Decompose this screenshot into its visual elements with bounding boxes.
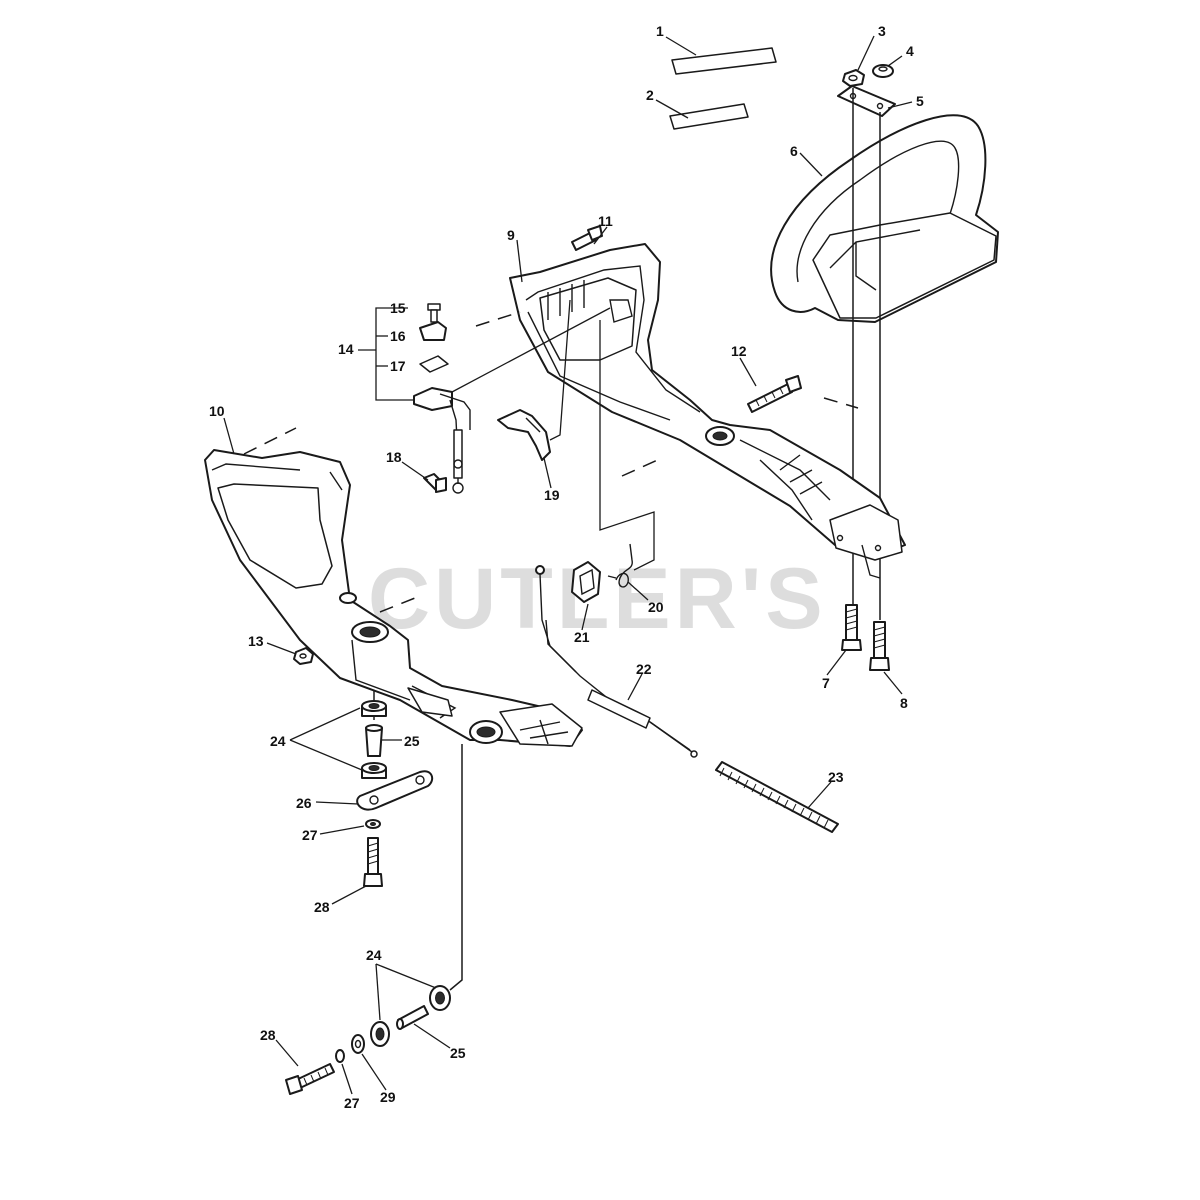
screw-8 xyxy=(869,621,890,671)
callout-27-upper: 27 xyxy=(302,827,318,843)
plate-5 xyxy=(837,85,896,117)
callout-13: 13 xyxy=(248,633,264,649)
throttle-cable-22 xyxy=(535,565,698,758)
handle-housing-10 xyxy=(204,449,583,747)
trigger-19 xyxy=(497,299,571,461)
switch-assembly xyxy=(413,307,611,494)
callout-2: 2 xyxy=(646,87,654,103)
nut-13 xyxy=(293,647,314,665)
callout-16: 16 xyxy=(390,328,406,344)
callout-27-lower: 27 xyxy=(344,1095,360,1111)
callout-1: 1 xyxy=(656,23,664,39)
label-decal-1 xyxy=(671,47,777,75)
spring-20 xyxy=(607,543,633,588)
plate-26 xyxy=(356,770,434,811)
callout-21: 21 xyxy=(574,629,590,645)
sleeve-25-upper xyxy=(365,724,383,757)
callout-8: 8 xyxy=(900,695,908,711)
callout-labels: 1 2 3 4 5 6 7 8 9 10 11 12 13 14 15 16 1… xyxy=(209,23,924,1111)
callout-6: 6 xyxy=(790,143,798,159)
callout-25-lower: 25 xyxy=(450,1045,466,1061)
screw-18 xyxy=(423,473,447,493)
screw-12 xyxy=(747,375,802,413)
callout-10: 10 xyxy=(209,403,225,419)
callout-5: 5 xyxy=(916,93,924,109)
buffer-24-lower xyxy=(361,762,387,779)
front-handle-6 xyxy=(770,114,999,323)
callout-7: 7 xyxy=(822,675,830,691)
spring-23 xyxy=(715,761,839,833)
screw-11 xyxy=(571,225,603,251)
screw-28-lower xyxy=(285,1063,335,1095)
screw-7 xyxy=(841,604,862,651)
callout-15: 15 xyxy=(390,300,406,316)
latch-21 xyxy=(571,561,601,603)
callout-3: 3 xyxy=(878,23,886,39)
callout-11: 11 xyxy=(598,213,613,229)
callout-18: 18 xyxy=(386,449,402,465)
buffer-24-upper xyxy=(361,700,387,717)
callout-19: 19 xyxy=(544,487,560,503)
callout-9: 9 xyxy=(507,227,515,243)
bracket-14 xyxy=(358,307,416,401)
washer-29 xyxy=(351,1034,365,1054)
callout-24-lower: 24 xyxy=(366,947,382,963)
label-decal-2 xyxy=(669,103,749,130)
callout-14: 14 xyxy=(338,341,354,357)
washer-27-upper xyxy=(365,819,381,829)
callout-26: 26 xyxy=(296,795,312,811)
callout-28-upper: 28 xyxy=(314,899,330,915)
callout-23: 23 xyxy=(828,769,844,785)
callout-12: 12 xyxy=(731,343,747,359)
washer-27-lower xyxy=(335,1049,345,1063)
sleeve-25-lower xyxy=(396,1005,429,1030)
block-16 xyxy=(419,321,447,341)
callout-28-lower: 28 xyxy=(260,1027,276,1043)
nut-4 xyxy=(872,64,894,78)
callout-24-upper: 24 xyxy=(270,733,286,749)
leader-lines xyxy=(223,35,913,1095)
nut-3 xyxy=(842,69,865,87)
callout-17: 17 xyxy=(390,358,406,374)
callout-25-upper: 25 xyxy=(404,733,420,749)
callout-20: 20 xyxy=(648,599,664,615)
screw-28-upper xyxy=(363,837,383,887)
callout-4: 4 xyxy=(906,43,914,59)
screw-15 xyxy=(427,303,441,323)
watermark-text: CUTLER'S xyxy=(368,551,827,647)
buffer-24-right xyxy=(429,985,451,1011)
plate-17 xyxy=(419,355,449,373)
buffer-24-left xyxy=(370,1021,390,1047)
callout-22: 22 xyxy=(636,661,652,677)
callout-29: 29 xyxy=(380,1089,396,1105)
